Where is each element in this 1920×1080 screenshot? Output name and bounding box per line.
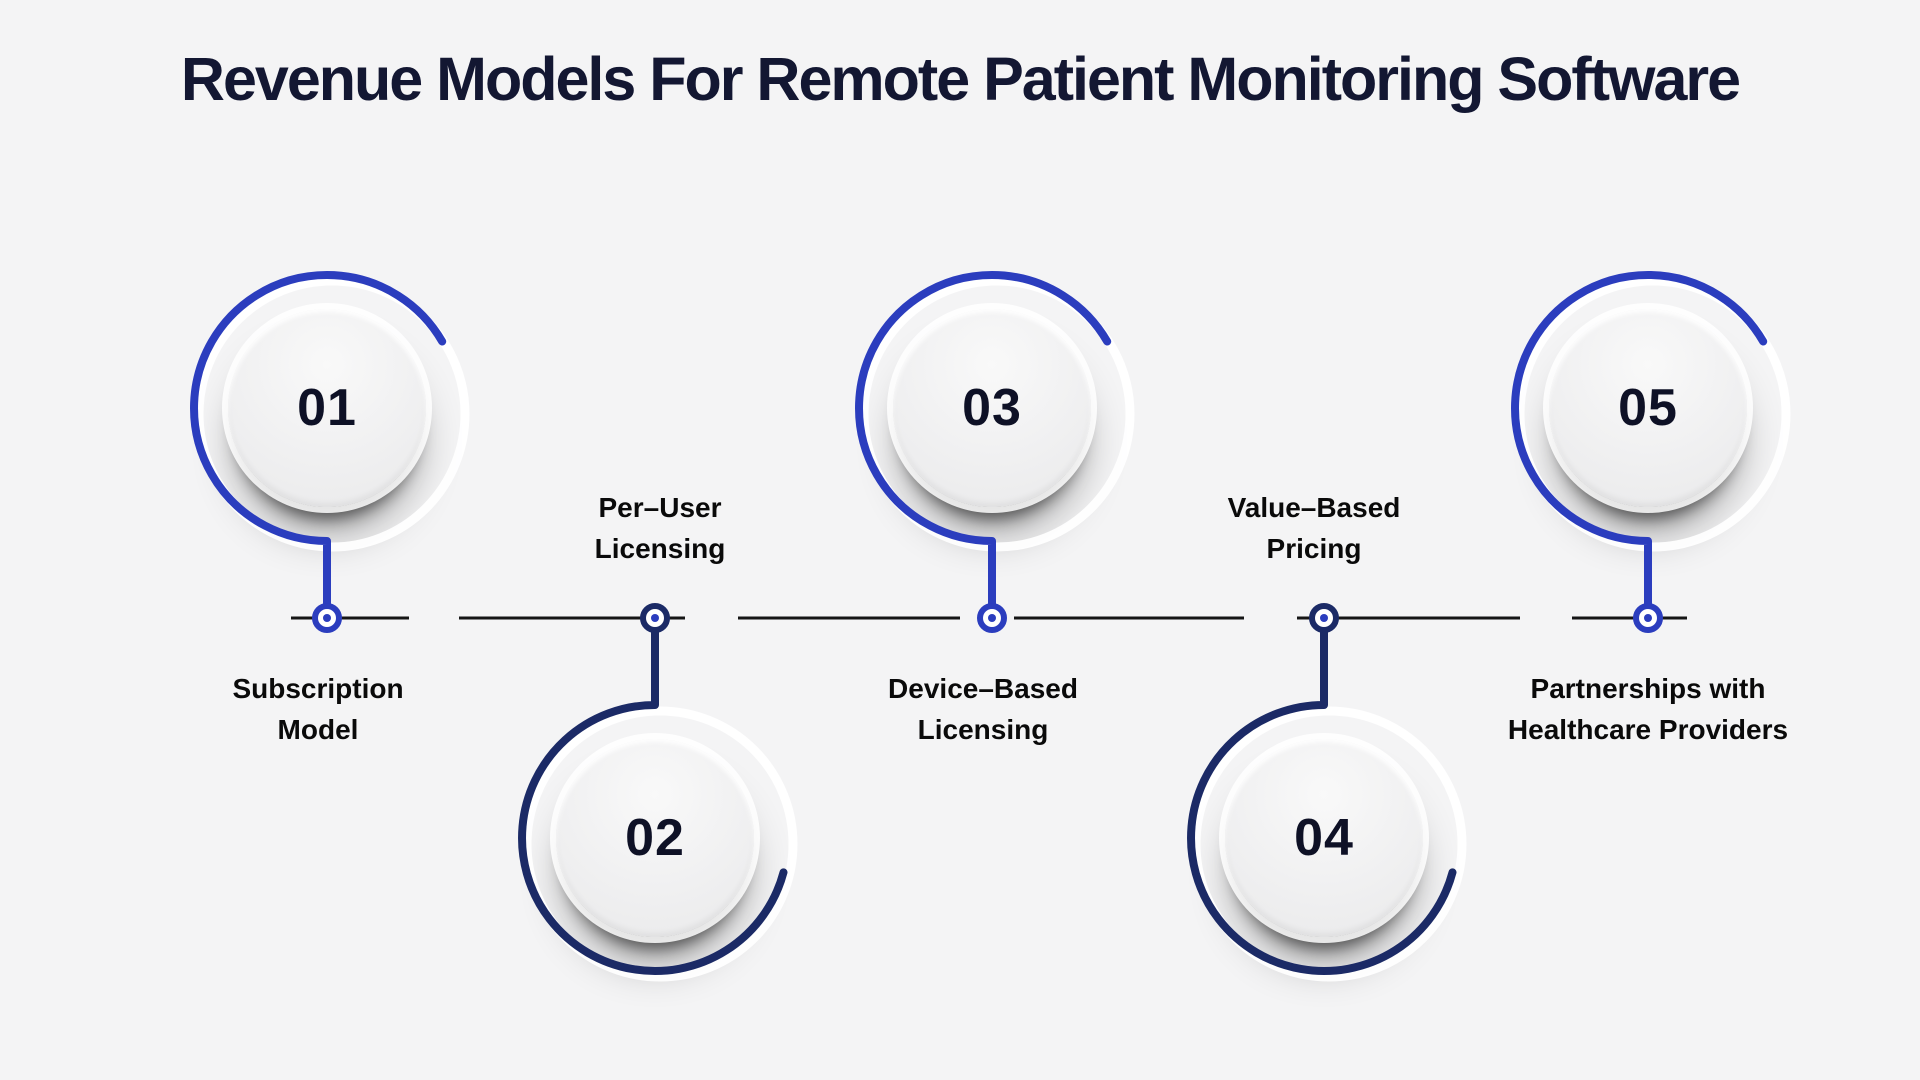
milestone-label-line: Healthcare Providers: [1458, 709, 1838, 750]
milestone-label: Value–BasedPricing: [1124, 487, 1504, 569]
milestone-label-line: Device–Based: [793, 668, 1173, 709]
milestone-label-line: Subscription: [128, 668, 508, 709]
milestone-label-line: Model: [128, 709, 508, 750]
milestone-label: SubscriptionModel: [128, 668, 508, 750]
milestone-label-line: Licensing: [793, 709, 1173, 750]
milestone-label: Partnerships withHealthcare Providers: [1458, 668, 1838, 750]
milestone-label-line: Partnerships with: [1458, 668, 1838, 709]
milestone-label-line: Value–Based: [1124, 487, 1504, 528]
milestone-label-line: Per–User: [470, 487, 850, 528]
milestone-label: Per–UserLicensing: [470, 487, 850, 569]
milestone-label-line: Pricing: [1124, 528, 1504, 569]
milestone-label: Device–BasedLicensing: [793, 668, 1173, 750]
milestone-label-line: Licensing: [470, 528, 850, 569]
